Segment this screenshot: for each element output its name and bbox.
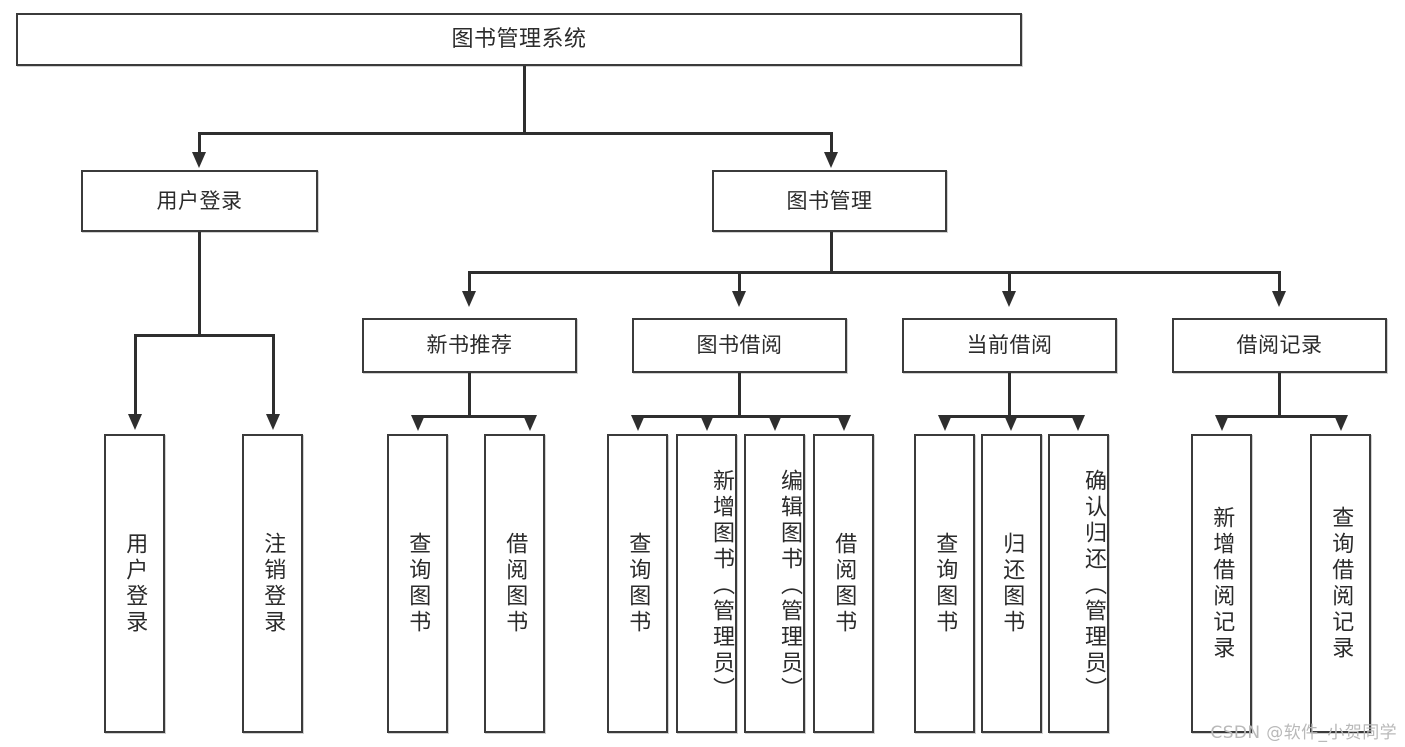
connector-current-stem — [1008, 373, 1011, 417]
leaf-current-query-book[interactable]: 查询图书 — [914, 434, 975, 733]
connector-level1-bus — [198, 132, 832, 135]
leaf-record-query-record[interactable]: 查询借阅记录 — [1310, 434, 1371, 733]
leaf-recommend-query-book[interactable]: 查询图书 — [387, 434, 448, 733]
arrowhead-recommend-leaf-1 — [411, 415, 425, 431]
arrowhead-current-leaf-3 — [1071, 415, 1085, 431]
arrowhead-borrow-leaf-4 — [837, 415, 851, 431]
arrowhead-borrow-leaf-2 — [700, 415, 714, 431]
connector-root-stem — [523, 66, 526, 134]
leaf-current-return-book[interactable]: 归还图书 — [981, 434, 1042, 733]
arrowhead-book-manage — [824, 152, 838, 168]
arrowhead-user-login — [192, 152, 206, 168]
connector-record-bus — [1221, 415, 1340, 418]
arrowhead-borrow-leaf-1 — [631, 415, 645, 431]
leaf-record-add-record[interactable]: 新增借阅记录 — [1191, 434, 1252, 733]
connector-borrow-stem — [738, 373, 741, 417]
arrowhead-current-leaf-1 — [938, 415, 952, 431]
leaf-borrow-add-book-admin[interactable]: 新增图书（管理员） — [676, 434, 737, 733]
connector-level2-bus — [468, 271, 1280, 274]
node-new-book-recommend[interactable]: 新书推荐 — [362, 318, 577, 373]
connector-level1-drop-user — [198, 132, 201, 154]
leaf-current-confirm-return-admin[interactable]: 确认归还（管理员） — [1048, 434, 1109, 733]
connector-level2-drop-3 — [1008, 271, 1011, 293]
connector-borrow-bus — [637, 415, 844, 418]
connector-user-login-bus — [134, 334, 274, 337]
arrowhead-book-borrow — [732, 291, 746, 307]
connector-record-stem — [1278, 373, 1281, 417]
node-book-management[interactable]: 图书管理 — [712, 170, 947, 232]
arrowhead-current-leaf-2 — [1004, 415, 1018, 431]
connector-recommend-bus — [417, 415, 531, 418]
arrowhead-current-borrow — [1002, 291, 1016, 307]
connector-user-login-drop-2 — [272, 334, 275, 416]
node-borrow-record[interactable]: 借阅记录 — [1172, 318, 1387, 373]
arrowhead-record-leaf-2 — [1334, 415, 1348, 431]
connector-level1-drop-book — [830, 132, 833, 154]
leaf-borrow-query-book[interactable]: 查询图书 — [607, 434, 668, 733]
arrowhead-record-leaf-1 — [1215, 415, 1229, 431]
arrowhead-new-book-recommend — [462, 291, 476, 307]
connector-level2-drop-4 — [1278, 271, 1281, 293]
connector-level2-drop-1 — [468, 271, 471, 293]
connector-level2-drop-2 — [738, 271, 741, 293]
node-current-borrow[interactable]: 当前借阅 — [902, 318, 1117, 373]
node-root-library-system[interactable]: 图书管理系统 — [16, 13, 1022, 66]
leaf-logout[interactable]: 注销登录 — [242, 434, 303, 733]
watermark-text: CSDN @软件_小贺同学 — [1210, 723, 1397, 743]
arrowhead-borrow-record — [1272, 291, 1286, 307]
leaf-user-login[interactable]: 用户登录 — [104, 434, 165, 733]
connector-book-manage-stem — [830, 232, 833, 274]
connector-recommend-stem — [468, 373, 471, 417]
node-book-borrow[interactable]: 图书借阅 — [632, 318, 847, 373]
connector-user-login-stem — [198, 232, 201, 336]
node-user-login[interactable]: 用户登录 — [81, 170, 318, 232]
arrowhead-leaf-user-login — [128, 414, 142, 430]
leaf-borrow-borrow-book[interactable]: 借阅图书 — [813, 434, 874, 733]
leaf-recommend-borrow-book[interactable]: 借阅图书 — [484, 434, 545, 733]
leaf-borrow-edit-book-admin[interactable]: 编辑图书（管理员） — [744, 434, 805, 733]
connector-user-login-drop-1 — [134, 334, 137, 416]
arrowhead-recommend-leaf-2 — [523, 415, 537, 431]
arrowhead-borrow-leaf-3 — [768, 415, 782, 431]
arrowhead-leaf-logout — [266, 414, 280, 430]
